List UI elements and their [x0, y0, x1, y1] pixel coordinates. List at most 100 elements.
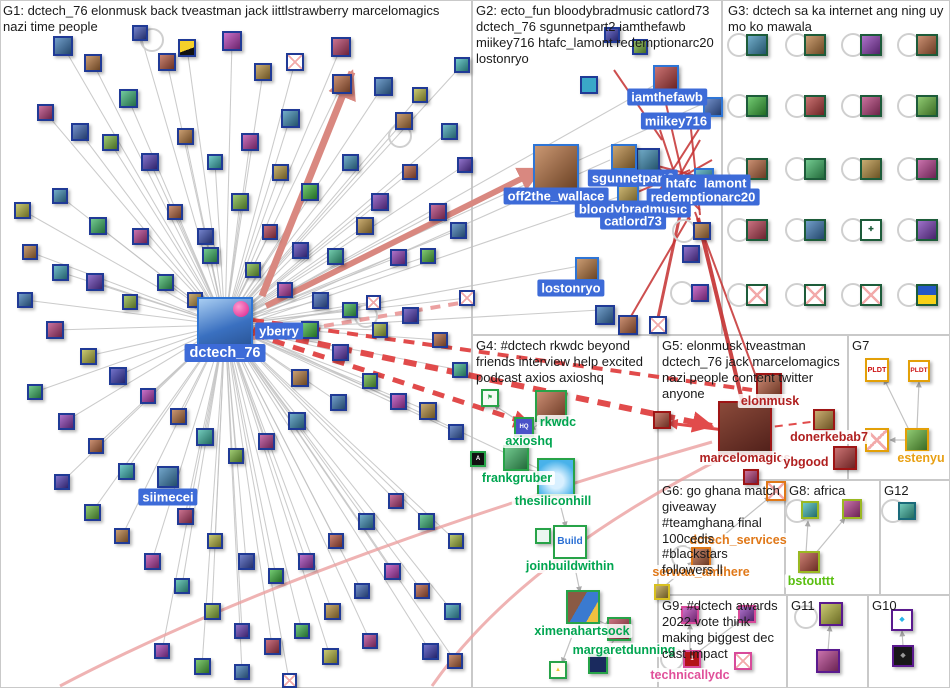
- node-graph-node[interactable]: [262, 224, 278, 240]
- node-graph-node[interactable]: [331, 37, 351, 57]
- node-graph-node[interactable]: [311, 291, 329, 309]
- node-graph-node[interactable]: [429, 203, 447, 221]
- node-graph-node[interactable]: [234, 664, 250, 680]
- node-graph-node[interactable]: [417, 512, 435, 530]
- node-triangle-node[interactable]: ▲: [549, 661, 567, 679]
- node-graph-node[interactable]: [271, 163, 289, 181]
- node-graph-node[interactable]: [241, 133, 259, 151]
- node-graph-node[interactable]: [604, 27, 620, 43]
- node-graph-node[interactable]: [459, 290, 475, 306]
- node-graph-node[interactable]: [395, 112, 413, 130]
- node-bstouttt[interactable]: [798, 551, 820, 573]
- node-graph-node[interactable]: [17, 292, 33, 308]
- node-graph-node[interactable]: [421, 642, 439, 660]
- node-graph-node[interactable]: [207, 533, 223, 549]
- node-graph-node[interactable]: [207, 154, 223, 170]
- node-graph-node[interactable]: [323, 602, 341, 620]
- node-graph-node[interactable]: [114, 528, 130, 544]
- node-graph-node[interactable]: [158, 53, 176, 71]
- node-graph-node[interactable]: [420, 248, 436, 264]
- node-g9-x-node[interactable]: [734, 652, 752, 670]
- node-graph-node[interactable]: [83, 503, 101, 521]
- node-graph-node[interactable]: [332, 74, 352, 94]
- node-graph-node[interactable]: [84, 54, 102, 72]
- node-graph-node[interactable]: [228, 448, 244, 464]
- node-graph-node[interactable]: [682, 245, 700, 263]
- node-build-small[interactable]: [535, 528, 551, 544]
- node-graph-node[interactable]: [448, 424, 464, 440]
- node-graph-node-g3[interactable]: [746, 219, 768, 241]
- node-graph-node[interactable]: [57, 412, 75, 430]
- node-dctech_services[interactable]: [766, 481, 786, 501]
- node-axios-logo[interactable]: A: [470, 451, 486, 467]
- node-pldt-node-1[interactable]: PLDT: [865, 358, 889, 382]
- node-lostonryo[interactable]: [575, 257, 599, 281]
- node-graph-node[interactable]: [140, 388, 156, 404]
- node-ximenahartsock[interactable]: [566, 590, 600, 624]
- node-graph-node[interactable]: [618, 315, 638, 335]
- node-graph-node[interactable]: [401, 306, 419, 324]
- node-joinbuildwithin[interactable]: Build: [553, 525, 587, 559]
- node-g9-one-node[interactable]: 1: [683, 650, 701, 668]
- node-graph-node[interactable]: [388, 493, 404, 509]
- node-graph-node[interactable]: [326, 247, 344, 265]
- node-graph-node[interactable]: [196, 428, 214, 446]
- node-graph-node[interactable]: [131, 227, 149, 245]
- node-graph-node[interactable]: [176, 127, 194, 145]
- node-graph-node[interactable]: [362, 373, 378, 389]
- node-graph-node[interactable]: [141, 153, 159, 171]
- node-graph-node-g3[interactable]: [916, 95, 938, 117]
- node-graph-node[interactable]: [46, 321, 64, 339]
- node-graph-node[interactable]: [291, 369, 309, 387]
- node-graph-node[interactable]: [419, 402, 437, 420]
- node-graph-node-g3[interactable]: [804, 284, 826, 306]
- node-graph-node[interactable]: [342, 302, 358, 318]
- node-graph-node[interactable]: [268, 568, 284, 584]
- node-graph-node[interactable]: [234, 623, 250, 639]
- node-graph-node[interactable]: [122, 294, 138, 310]
- node-pldt-node-2[interactable]: PLDT: [908, 360, 930, 382]
- node-graph-node[interactable]: [79, 347, 97, 365]
- node-graph-node[interactable]: [286, 53, 304, 71]
- node-g11-node-top[interactable]: [819, 602, 843, 626]
- node-graph-node[interactable]: [109, 367, 127, 385]
- node-graph-node[interactable]: [449, 221, 467, 239]
- node-dctech_76[interactable]: [197, 297, 253, 353]
- node-graph-node[interactable]: [291, 241, 309, 259]
- node-graph-node[interactable]: [440, 122, 458, 140]
- node-graph-node[interactable]: [331, 343, 349, 361]
- node-graph-node[interactable]: [580, 76, 598, 94]
- node-graph-node[interactable]: [71, 123, 89, 141]
- node-graph-node-g3[interactable]: [916, 158, 938, 180]
- node-g12-node[interactable]: [898, 502, 916, 520]
- node-graph-node[interactable]: [257, 432, 275, 450]
- node-graph-node[interactable]: [371, 193, 389, 211]
- node-graph-node[interactable]: [636, 148, 660, 172]
- node-graph-node[interactable]: [101, 133, 119, 151]
- node-g8-node-2[interactable]: [842, 499, 862, 519]
- node-graph-node[interactable]: [169, 407, 187, 425]
- node-ybgood[interactable]: [833, 446, 857, 470]
- node-graph-node[interactable]: [389, 392, 407, 410]
- node-graph-node[interactable]: [693, 222, 711, 240]
- node-graph-node-g3[interactable]: [804, 95, 826, 117]
- node-siimecei[interactable]: [157, 466, 179, 488]
- node-graph-node[interactable]: [443, 602, 461, 620]
- node-graph-node[interactable]: [27, 384, 43, 400]
- node-graph-node-g3[interactable]: [860, 34, 882, 56]
- node-graph-node[interactable]: [52, 188, 68, 204]
- node-miikey716[interactable]: [703, 97, 723, 117]
- node-graph-node[interactable]: [452, 362, 468, 378]
- node-g11-node-bottom[interactable]: [816, 649, 840, 673]
- node-graph-node[interactable]: [412, 87, 428, 103]
- node-graph-node-g3[interactable]: [916, 284, 938, 306]
- node-graph-node-g3[interactable]: [916, 34, 938, 56]
- node-graph-node-g3[interactable]: ✚: [860, 219, 882, 241]
- node-graph-node[interactable]: [88, 438, 104, 454]
- node-graph-node-g3[interactable]: [804, 158, 826, 180]
- node-graph-node[interactable]: [237, 552, 255, 570]
- node-donerkebab7[interactable]: [813, 409, 835, 431]
- node-iamthefawb[interactable]: [653, 65, 679, 91]
- node-g10-node-bottom[interactable]: ◆: [892, 645, 914, 667]
- node-graph-node[interactable]: [414, 583, 430, 599]
